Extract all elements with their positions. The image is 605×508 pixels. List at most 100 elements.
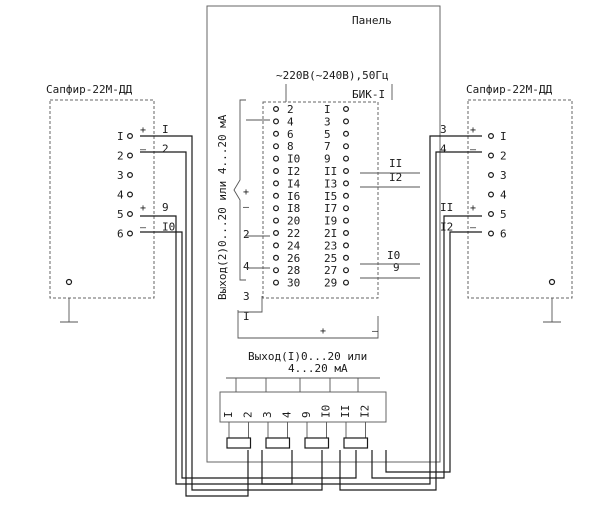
- bik-right-pin-terminal: [343, 105, 350, 112]
- sensor-left-wire-label: 9: [162, 201, 169, 214]
- cable-right-12: [385, 231, 482, 473]
- bik-side-label-ii: II: [389, 157, 402, 170]
- output2-wire-label-2: 2: [243, 228, 250, 241]
- bik-right-pin-terminal: [343, 192, 350, 199]
- bik-right-pin-terminal: [343, 217, 350, 224]
- sensor-left-polarity: +: [140, 125, 146, 136]
- cable-right-11: [371, 215, 482, 479]
- sensor-right-terminal: [488, 152, 495, 159]
- cable-left-10: [140, 231, 357, 479]
- bik-left-pin-label: 8: [287, 140, 294, 153]
- bik-side-label-9: 9: [393, 261, 400, 274]
- bik-right-pin-label: 3: [324, 115, 331, 128]
- bik-right-pin-label: 29: [324, 277, 337, 290]
- connector-block: [219, 391, 387, 423]
- bik-right-pin-label: I7: [324, 202, 337, 215]
- connector-terminal-label: I: [222, 411, 235, 418]
- connector-terminal-label: 2: [242, 411, 255, 418]
- bik-right-pin-label: 5: [324, 128, 331, 141]
- bik-left-pin-label: 24: [287, 239, 301, 252]
- sensor-right-terminal: [488, 191, 495, 198]
- output1-label-line2: 4...20 мА: [288, 362, 348, 375]
- bik-left-pin-terminal: [273, 155, 280, 162]
- bik-right-pin-label: I5: [324, 190, 337, 203]
- bik-block: [262, 101, 379, 299]
- bik-wire-in-4: [238, 296, 263, 313]
- connector-terminal-label: I2: [359, 405, 372, 418]
- connector-pair-clamp: [304, 437, 330, 449]
- bik-left-pin-terminal: [273, 118, 280, 125]
- sensor-right-terminal: [488, 133, 495, 140]
- sensor-right-title: Сапфир-22М-ДД: [466, 83, 552, 96]
- connector-terminal-label: 3: [261, 411, 274, 418]
- bik-right-pin-label: 27: [324, 264, 337, 277]
- sensor-right-box: [467, 99, 573, 299]
- output1-wire-label: I: [243, 310, 250, 323]
- sensor-right-terminal-label: 5: [500, 208, 507, 221]
- bik-right-pin-label: 2I: [324, 227, 337, 240]
- sensor-left-ground-terminal: [65, 278, 73, 286]
- connector-top-leads: [235, 378, 359, 392]
- output1-plus: +: [320, 326, 326, 337]
- sensor-right-polarity: +: [470, 125, 476, 136]
- bik-right-pin-terminal: [343, 130, 350, 137]
- sensor-left-terminal: [126, 211, 133, 218]
- bik-left-pin-label: 30: [287, 277, 300, 290]
- bik-left-pin-label: 6: [287, 128, 294, 141]
- sensor-left-terminal-label: 6: [117, 228, 124, 241]
- bik-left-pin-label: 2: [287, 103, 294, 116]
- bik-left-pin-terminal: [273, 130, 280, 137]
- sensor-left-terminal: [126, 191, 133, 198]
- bik-right-pin-label: I: [324, 103, 331, 116]
- connector-terminal-label: II: [339, 405, 352, 418]
- connector-pair-clamp: [226, 437, 252, 449]
- sensor-right-terminal-label: I: [500, 130, 507, 143]
- output2-wire-label-4: 4: [243, 260, 250, 273]
- sensor-left-wire-label: I0: [162, 221, 175, 234]
- sensor-left-terminal-label: 2: [117, 150, 124, 163]
- sensor-right-wire-label: II: [440, 201, 453, 214]
- bik-left-pin-label: 22: [287, 227, 300, 240]
- connector-pair-clamp: [343, 437, 369, 449]
- bik-title: БИК-I: [352, 88, 385, 101]
- sensor-right-terminal: [488, 172, 495, 179]
- bik-left-pin-terminal: [273, 242, 280, 249]
- supply-label: ~220В(~240В),50Гц: [276, 69, 389, 82]
- output1-label-line1: Выход(I)0...20 или: [248, 350, 367, 363]
- output1-loop: [237, 310, 379, 339]
- sensor-right-wire-label: I2: [440, 221, 453, 234]
- bik-left-pin-label: I8: [287, 202, 300, 215]
- sensor-left-polarity: –: [140, 223, 147, 234]
- bik-right-pin-terminal: [343, 230, 350, 237]
- bik-right-pin-label: 25: [324, 252, 337, 265]
- bik-left-pin-terminal: [273, 217, 280, 224]
- bik-right-pin-label: I3: [324, 177, 337, 190]
- output2-brace: [233, 99, 246, 281]
- bik-right-pin-terminal: [343, 143, 350, 150]
- cable-left-2: [140, 151, 249, 497]
- bik-left-pin-terminal: [273, 230, 280, 237]
- cable-left-9: [140, 215, 293, 485]
- bik-right-pin-terminal: [343, 168, 350, 175]
- bik-left-pin-label: 20: [287, 215, 300, 228]
- bik-left-pin-terminal: [273, 192, 280, 199]
- sensor-right-terminal-label: 2: [500, 150, 507, 163]
- output2-plus: +: [243, 187, 249, 198]
- bik-right-pin-label: I9: [324, 215, 337, 228]
- cable-right-3: [261, 135, 482, 485]
- bik-right-pin-label: 7: [324, 140, 331, 153]
- bik-left-pin-terminal: [273, 168, 280, 175]
- cable-right-4: [339, 151, 482, 491]
- connector-pair-clamp: [265, 437, 291, 449]
- bik-left-pin-label: I4: [287, 177, 301, 190]
- sensor-left-wire-label: 2: [162, 143, 169, 156]
- output2-label: Выход(2)0...20 или 4...20 мА: [216, 114, 229, 300]
- sensor-right-terminal: [488, 211, 495, 218]
- bik-right-pin-label: 23: [324, 239, 337, 252]
- sensor-right-ground-terminal: [548, 278, 556, 286]
- sensor-right-terminal-label: 4: [500, 189, 507, 202]
- bik-left-pin-label: I2: [287, 165, 300, 178]
- sensor-left-terminal-label: I: [117, 130, 124, 143]
